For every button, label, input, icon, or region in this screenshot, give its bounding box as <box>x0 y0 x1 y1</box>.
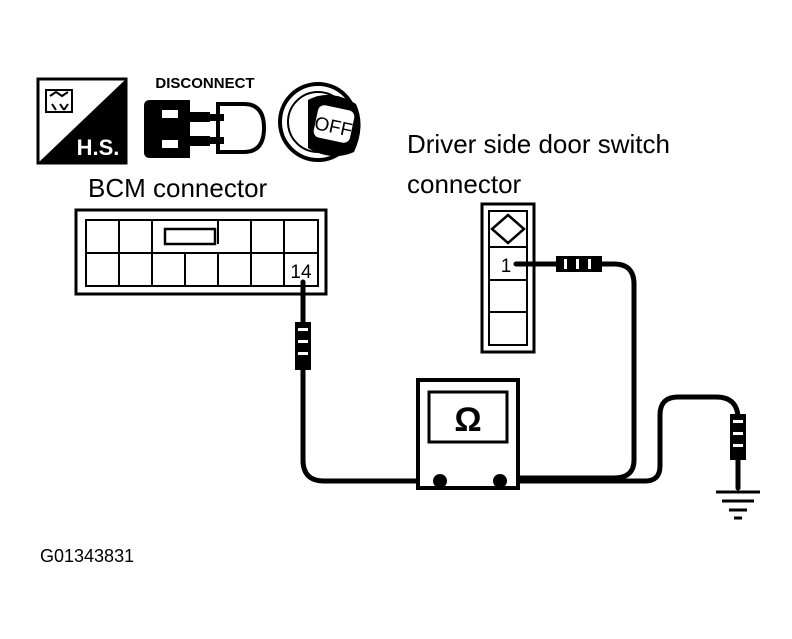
ground-symbol <box>716 490 760 520</box>
bcm-connector <box>74 208 328 296</box>
figure-id: G01343831 <box>40 546 134 566</box>
door-switch-connector-label-line2: connector <box>407 169 522 199</box>
bcm-pin-14-label: 14 <box>290 262 312 283</box>
harness-sticker-icon: H.S. <box>36 77 128 165</box>
bcm-connector-label: BCM connector <box>88 173 268 203</box>
bcm-probe-lead <box>300 279 443 484</box>
meter-right-terminal <box>493 474 507 488</box>
bcm-probe-tip <box>295 322 311 370</box>
ground-lead <box>497 394 741 491</box>
harness-sticker-label: H.S. <box>77 135 120 160</box>
door-switch-connector-label-line1: Driver side door switch <box>407 129 670 159</box>
wire-harness-icon <box>45 89 73 113</box>
disconnect-icon: DISCONNECT <box>144 75 267 158</box>
door-switch-probe-lead <box>497 261 637 481</box>
wires <box>300 261 741 491</box>
meter-left-terminal <box>433 474 447 488</box>
ground-probe-tip <box>730 414 746 460</box>
door-switch-connector <box>480 202 536 354</box>
ohmmeter <box>416 378 520 490</box>
disconnect-label: DISCONNECT <box>155 75 254 92</box>
door-switch-probe-tip <box>556 256 602 272</box>
door-switch-pin-1-label: 1 <box>501 256 512 277</box>
ohm-symbol-icon: Ω <box>454 401 481 439</box>
ignition-off-icon: OFF <box>278 82 361 162</box>
